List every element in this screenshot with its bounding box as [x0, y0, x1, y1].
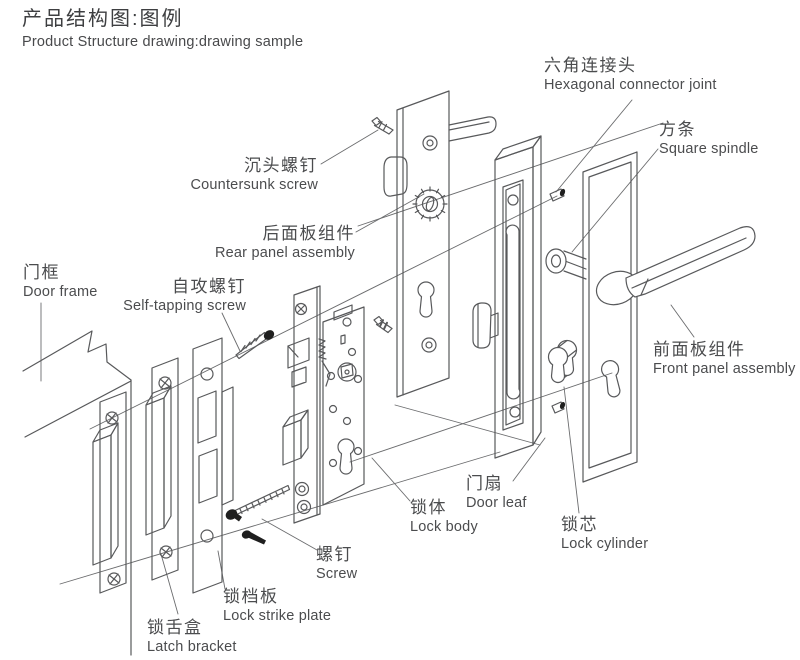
- label-lock-cylinder: 锁芯 Lock cylinder: [561, 515, 649, 552]
- lock-body-screw-drawing: [373, 315, 393, 334]
- lock-cylinder-drawing: [547, 339, 578, 384]
- label-lock-strike-plate: 锁档板 Lock strike plate: [223, 587, 332, 624]
- square-spindle-drawing: [545, 248, 587, 280]
- front-panel-assembly-drawing: [582, 151, 756, 483]
- lock-strike-plate-drawing: [192, 337, 234, 594]
- door-frame-drawing: [22, 330, 132, 656]
- label-rear-panel-assembly: 后面板组件 Rear panel assembly: [214, 224, 355, 261]
- label-countersunk-screw: 沉头螺钉 Countersunk screw: [190, 156, 318, 193]
- latch-bracket-drawing: [145, 357, 179, 581]
- thumbturn-cylinder-drawing: [472, 302, 499, 349]
- label-latch-bracket: 锁舌盒 Latch bracket: [147, 618, 237, 655]
- countersunk-screw-drawing: [371, 116, 394, 135]
- label-self-tapping-screw: 自攻螺钉 Self-tapping screw: [123, 277, 246, 314]
- door-leaf-drawing: [494, 135, 542, 459]
- label-lock-body: 锁体 Lock body: [410, 498, 478, 535]
- hexagonal-connector-joint-drawing: [549, 188, 566, 414]
- page-title-en: Product Structure drawing:drawing sample: [22, 34, 304, 50]
- label-square-spindle: 方条 Square spindle: [659, 120, 759, 157]
- alignment-axes: [59, 122, 664, 585]
- page-title-zh: 产品结构图:图例: [22, 8, 184, 30]
- page-title: 产品结构图:图例 Product Structure drawing:drawi…: [22, 6, 303, 51]
- label-door-frame: 门框 Door frame: [23, 263, 98, 300]
- strike-screws-drawing: [225, 484, 291, 545]
- label-hexagonal-connector-joint: 六角连接头 Hexagonal connector joint: [544, 56, 717, 93]
- label-door-leaf: 门扇 Door leaf: [466, 474, 527, 511]
- self-tapping-screw-drawing: [235, 330, 275, 360]
- label-front-panel-assembly: 前面板组件 Front panel assembly: [653, 340, 796, 377]
- leader-lines: [40, 99, 695, 615]
- latch-bracket-outer-drawing: [92, 391, 127, 594]
- lock-body-drawing: [282, 285, 365, 524]
- label-screw: 螺钉 Screw: [316, 545, 358, 582]
- thumbturn-gear-teeth: [412, 186, 448, 222]
- rear-panel-assembly-drawing: [383, 90, 497, 398]
